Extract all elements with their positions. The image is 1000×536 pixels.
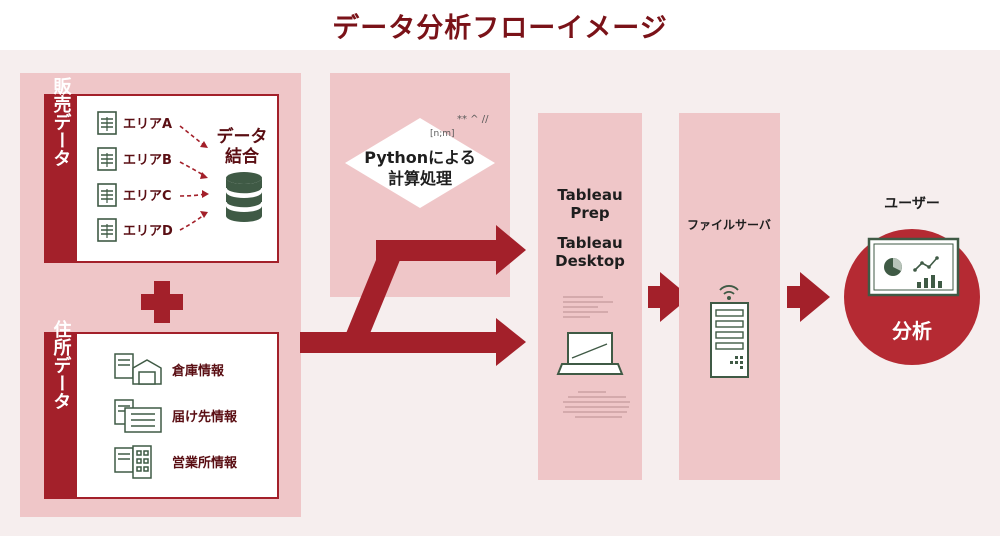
area-label: エリアD bbox=[123, 224, 173, 239]
spreadsheet-icon bbox=[97, 147, 117, 171]
monitor-chart-icon bbox=[867, 237, 960, 297]
arrow-icon bbox=[648, 272, 690, 322]
laptop-icon bbox=[556, 332, 624, 375]
sales-data-sidebar bbox=[45, 95, 77, 262]
tableau-desktop-label: Desktop bbox=[555, 252, 625, 270]
spreadsheet-icon bbox=[97, 218, 117, 242]
analysis-label: 分析 bbox=[892, 319, 932, 343]
area-label: エリアA bbox=[123, 117, 172, 132]
flow-arrow bbox=[300, 225, 526, 366]
arrow-icon bbox=[496, 225, 526, 275]
address-data-label: 住所データ bbox=[51, 319, 72, 410]
area-label: エリアB bbox=[123, 153, 172, 168]
user-label: ユーザー bbox=[884, 196, 940, 212]
address-item-label: 届け先情報 bbox=[172, 409, 238, 425]
address-data-sidebar bbox=[45, 333, 77, 498]
building-icon bbox=[114, 399, 162, 433]
building-icon bbox=[114, 353, 162, 385]
merge-label: データ bbox=[217, 126, 268, 147]
server-icon bbox=[710, 302, 749, 378]
tableau-desktop-label: Tableau bbox=[557, 234, 622, 252]
sales-data-label: 販売データ bbox=[51, 77, 72, 167]
fileserver-label: ファイルサーバ bbox=[687, 218, 771, 232]
python-symbols: ** ^ // bbox=[457, 114, 489, 125]
wifi-icon bbox=[719, 285, 739, 295]
wifi-dot bbox=[727, 296, 731, 300]
area-label: エリアC bbox=[123, 189, 172, 204]
merge-label: 結合 bbox=[225, 146, 260, 167]
sales-data-group: 販売データ エリア bbox=[44, 77, 279, 263]
tableau-prep-label: Tableau bbox=[557, 186, 622, 204]
faint-text-lines bbox=[563, 296, 630, 418]
arrow-icon bbox=[787, 272, 830, 322]
dashed-arrowheads bbox=[200, 141, 209, 218]
python-label: Pythonによる bbox=[364, 148, 475, 167]
address-item-label: 倉庫情報 bbox=[171, 363, 225, 379]
python-label: 計算処理 bbox=[388, 169, 452, 188]
address-item-label: 営業所情報 bbox=[172, 455, 238, 471]
tableau-prep-label: Prep bbox=[570, 204, 610, 222]
python-code-glyphs: [n;m] bbox=[430, 129, 455, 139]
page-title: データ分析フローイメージ bbox=[332, 13, 668, 44]
arrow-icon bbox=[496, 318, 526, 366]
database-icon bbox=[225, 172, 263, 222]
building-icon bbox=[114, 445, 152, 479]
spreadsheet-icon bbox=[97, 183, 117, 207]
python-diamond bbox=[345, 118, 495, 208]
spreadsheet-icon bbox=[97, 111, 117, 135]
address-data-group: 住所データ 倉庫情報 届け先情報 営業所情報 bbox=[44, 319, 279, 499]
plus-icon bbox=[141, 281, 183, 323]
